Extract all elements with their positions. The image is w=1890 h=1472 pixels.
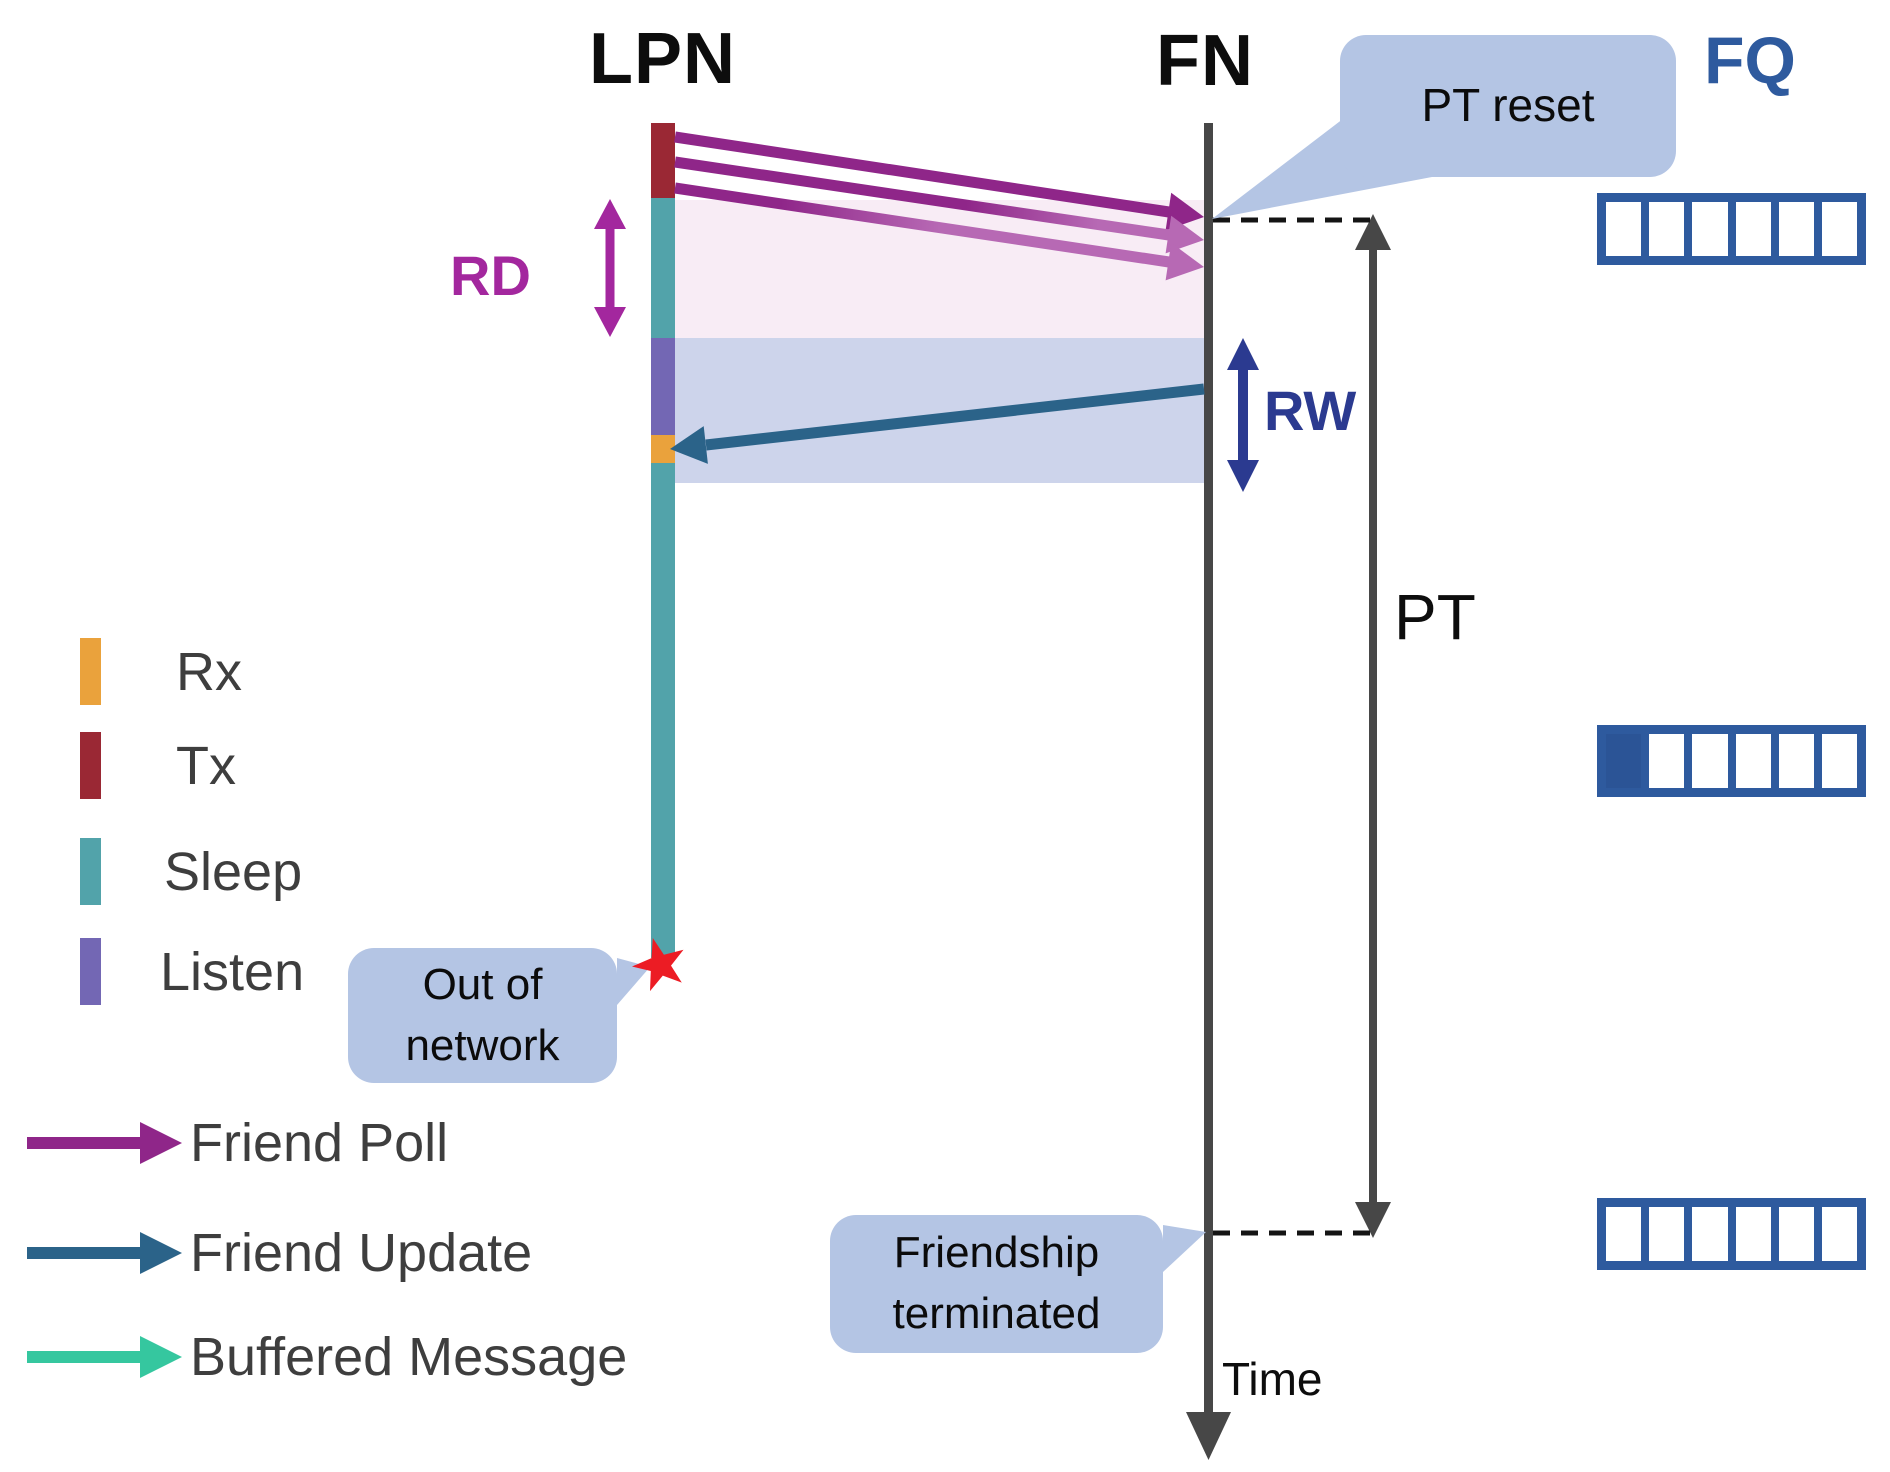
queue-cell [1649, 1207, 1685, 1261]
rw-region [675, 338, 1204, 483]
lpn-activity-bar [651, 123, 675, 958]
pt-measure-arrow [1355, 214, 1391, 1238]
rw-measure-arrow [1227, 338, 1259, 492]
tx-swatch [80, 732, 101, 799]
sleep-swatch [80, 838, 101, 905]
rw-label: RW [1264, 379, 1357, 442]
friendship-terminated-callout-pointer [1163, 1225, 1206, 1272]
queue-cell [1606, 734, 1642, 788]
queue-cell [1821, 202, 1858, 256]
friend-poll-arrows [674, 131, 1204, 281]
queue-cell [1735, 1207, 1771, 1261]
queue-cell [1649, 734, 1685, 788]
queue-cell [1821, 1207, 1858, 1261]
rx-legend-label: Rx [176, 642, 242, 702]
lpn-tx-segment [651, 123, 675, 198]
lpn-sleep-segment [651, 198, 675, 338]
queue-cell [1778, 1207, 1814, 1261]
friend-poll-arrowhead-icon [1165, 215, 1204, 254]
queue-cell [1778, 202, 1814, 256]
lpn-sleep-segment-2 [651, 463, 675, 958]
queue-cell [1692, 734, 1728, 788]
queue-cell [1778, 734, 1814, 788]
rd-label: RD [450, 244, 531, 307]
rd-measure-arrow [594, 199, 626, 337]
lpn-node-label: LPN [589, 19, 736, 99]
rd-region [675, 200, 1204, 338]
out-of-network-line1: Out of [422, 959, 543, 1009]
friend-update-arrowhead-icon [670, 426, 708, 464]
friend-update-arrow [670, 383, 1205, 464]
listen-legend-label: Listen [160, 942, 305, 1002]
queue-cell [1735, 202, 1771, 256]
friend-poll-legend-label: Friend Poll [190, 1113, 449, 1173]
queue-cell [1692, 202, 1728, 256]
lpn-listen-segment [651, 338, 675, 435]
queue-cell [1735, 734, 1771, 788]
legend-friend-poll-arrow-icon [27, 1122, 182, 1164]
friend-queue-top [1597, 193, 1866, 265]
legend-buffered-message-arrow-icon [27, 1336, 182, 1378]
pt-reset-callout: PT reset [1340, 35, 1676, 177]
fn-node-label: FN [1156, 21, 1254, 101]
buffered-message-legend-label: Buffered Message [190, 1327, 628, 1387]
time-axis-label: Time [1222, 1353, 1323, 1405]
friend-queue-middle [1597, 725, 1866, 797]
time-arrowhead-icon [1186, 1412, 1231, 1460]
fn-timeline [1204, 123, 1213, 1420]
queue-cell [1649, 202, 1685, 256]
legend-friend-update-arrow-icon [27, 1232, 182, 1274]
friend-queue-bottom [1597, 1198, 1866, 1270]
friendship-terminated-line2: terminated [892, 1289, 1101, 1338]
listen-swatch [80, 938, 101, 1005]
sleep-legend-label: Sleep [164, 842, 303, 902]
friendship-terminated-line1: Friendship [893, 1228, 1100, 1278]
friend-update-legend-label: Friend Update [190, 1223, 533, 1283]
queue-cell [1606, 202, 1642, 256]
friendship-terminated-callout: Friendship terminated [830, 1215, 1163, 1353]
out-of-network-callout-pointer [617, 958, 650, 1005]
pt-reset-callout-text: PT reset [1421, 79, 1595, 132]
fq-label: FQ [1704, 23, 1796, 97]
rx-swatch [80, 638, 101, 705]
queue-cell [1692, 1207, 1728, 1261]
queue-cell [1821, 734, 1858, 788]
out-of-network-star-icon [632, 938, 684, 992]
friend-poll-arrowhead-icon [1165, 242, 1204, 281]
pt-label: PT [1394, 581, 1476, 653]
tx-legend-label: Tx [176, 736, 236, 796]
out-of-network-line2: network [405, 1020, 560, 1070]
out-of-network-callout: Out of network [348, 948, 617, 1083]
queue-cell [1606, 1207, 1642, 1261]
